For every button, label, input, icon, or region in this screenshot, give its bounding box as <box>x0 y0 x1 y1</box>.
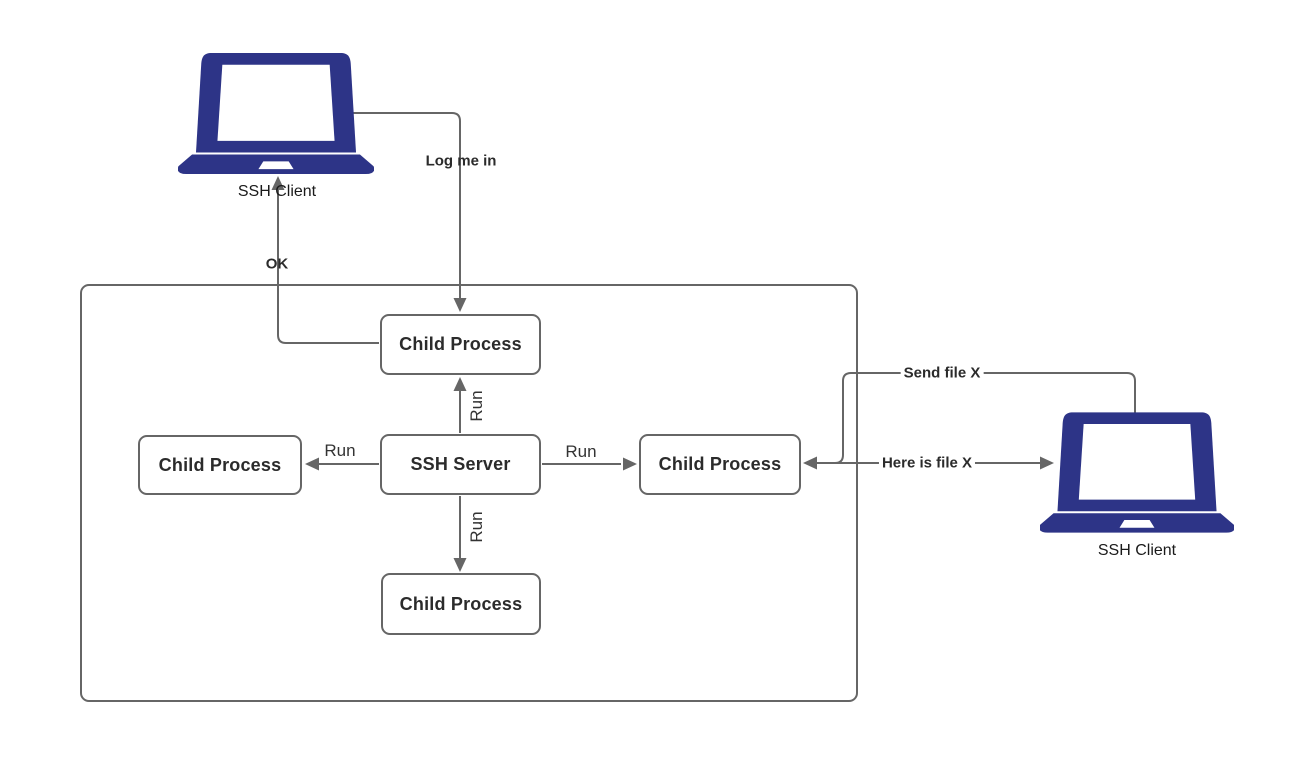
connector-run-right <box>542 457 637 471</box>
connector-ok <box>271 176 379 344</box>
connector-log-me-in <box>352 112 467 312</box>
connector-send-file <box>803 372 1136 470</box>
label-run-up: Run <box>467 390 486 422</box>
node-child-process-right: Child Process <box>639 434 801 495</box>
node-child-process-top: Child Process <box>380 314 541 375</box>
node-ssh-server: SSH Server <box>380 434 541 495</box>
label-ssh-client-right: SSH Client <box>1097 542 1177 559</box>
label-run-down: Run <box>467 511 486 543</box>
laptop-icon <box>1040 412 1234 533</box>
label-log-me-in: Log me in <box>425 152 497 170</box>
label-ok: OK <box>265 255 289 273</box>
server-host-boundary <box>80 284 858 702</box>
label-run-right: Run <box>565 442 597 461</box>
node-child-process-bottom: Child Process <box>381 573 541 635</box>
connector-run-left <box>305 457 379 471</box>
label-send-file-x: Send file X <box>900 364 984 382</box>
node-child-process-left: Child Process <box>138 435 302 495</box>
laptop-icon <box>178 53 374 174</box>
label-run-left: Run <box>324 441 356 460</box>
connector-run-up <box>453 377 467 433</box>
label-ssh-client-top: SSH Client <box>237 183 317 200</box>
connector-run-down <box>453 496 467 572</box>
label-here-is-file-x: Here is file X <box>878 454 976 472</box>
